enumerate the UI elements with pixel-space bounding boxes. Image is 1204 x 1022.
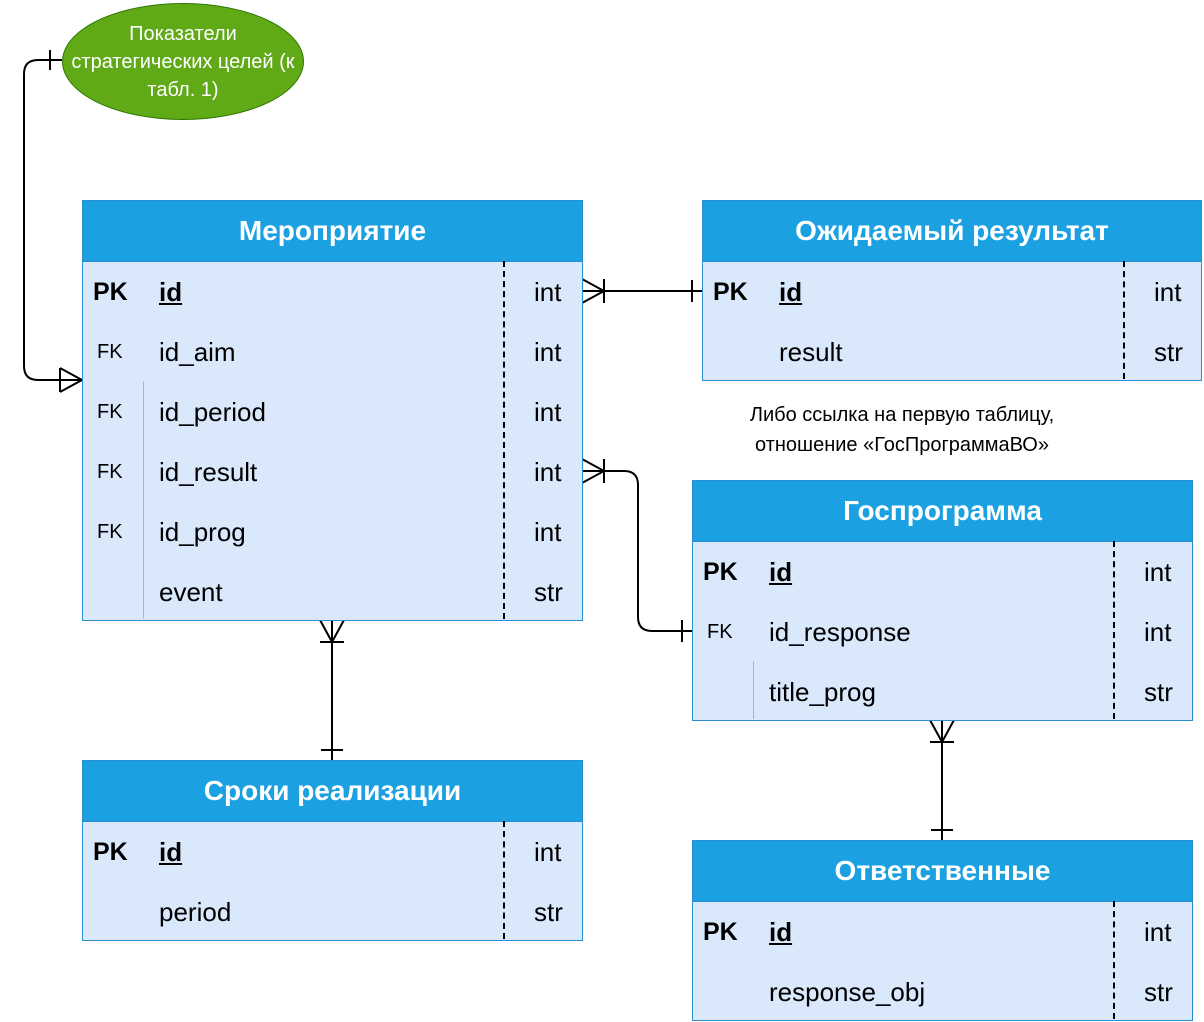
attribute-name: id_result bbox=[159, 457, 258, 487]
attribute-name: id bbox=[159, 277, 183, 307]
column-divider bbox=[503, 261, 505, 619]
entity-event[interactable]: Мероприятие PK id int FK id_aim int FK i… bbox=[82, 200, 583, 621]
attribute-name: period bbox=[159, 897, 232, 927]
attribute-type: int bbox=[534, 517, 562, 547]
attribute-row[interactable]: FK id_result int bbox=[83, 442, 582, 502]
attribute-row[interactable]: result str bbox=[703, 322, 1201, 382]
key-label: FK bbox=[97, 341, 123, 363]
key-label: FK bbox=[707, 621, 733, 643]
attribute-type: int bbox=[1154, 277, 1182, 307]
attribute-row[interactable]: PK id int bbox=[83, 822, 582, 882]
many-marker bbox=[581, 278, 607, 304]
attribute-name: id bbox=[779, 277, 803, 307]
attribute-type: int bbox=[1144, 557, 1172, 587]
key-label: FK bbox=[97, 461, 123, 483]
attribute-name: id_aim bbox=[159, 337, 236, 367]
entity-title: Сроки реализации bbox=[83, 761, 582, 822]
attribute-type: str bbox=[534, 577, 563, 607]
entity-title: Ответственные bbox=[693, 841, 1192, 902]
attribute-name: id bbox=[159, 837, 183, 867]
attribute-name: id_prog bbox=[159, 517, 246, 547]
attribute-name: id bbox=[769, 557, 793, 587]
key-label: FK bbox=[97, 401, 123, 423]
relation-event-program bbox=[582, 470, 692, 632]
attribute-row[interactable]: title_prog str bbox=[693, 662, 1192, 722]
key-label: PK bbox=[713, 278, 748, 306]
attribute-type: int bbox=[1144, 617, 1172, 647]
attribute-type: int bbox=[534, 337, 562, 367]
key-divider bbox=[143, 381, 144, 619]
relation-note: Либо ссылка на первую таблицу, отношение… bbox=[702, 400, 1102, 460]
attribute-row[interactable]: PK id int bbox=[83, 262, 582, 322]
key-label: PK bbox=[703, 918, 738, 946]
many-marker bbox=[581, 458, 607, 484]
attribute-row[interactable]: event str bbox=[83, 562, 582, 622]
attribute-type: str bbox=[1144, 677, 1173, 707]
entity-responsible[interactable]: Ответственные PK id int response_obj str bbox=[692, 840, 1193, 1021]
attribute-name: result bbox=[779, 337, 843, 367]
column-divider bbox=[1113, 901, 1115, 1019]
entity-title: Госпрограмма bbox=[693, 481, 1192, 542]
attribute-type: int bbox=[534, 457, 562, 487]
key-label: PK bbox=[93, 278, 128, 306]
entity-result[interactable]: Ожидаемый результат PK id int result str bbox=[702, 200, 1202, 381]
attribute-row[interactable]: FK id_response int bbox=[693, 602, 1192, 662]
key-label: PK bbox=[93, 838, 128, 866]
entity-title: Ожидаемый результат bbox=[703, 201, 1201, 262]
many-marker bbox=[319, 619, 345, 645]
attribute-row[interactable]: response_obj str bbox=[693, 962, 1192, 1022]
attribute-name: title_prog bbox=[769, 677, 876, 707]
attribute-type: int bbox=[1144, 917, 1172, 947]
attribute-row[interactable]: PK id int bbox=[693, 542, 1192, 602]
attribute-name: event bbox=[159, 577, 223, 607]
strategic-goals-label: Показатели стратегических целей (к табл.… bbox=[71, 22, 295, 101]
strategic-goals-node[interactable]: Показатели стратегических целей (к табл.… bbox=[62, 3, 304, 120]
attribute-name: id bbox=[769, 917, 793, 947]
many-marker bbox=[929, 719, 955, 745]
attribute-type: str bbox=[1144, 977, 1173, 1007]
attribute-name: id_period bbox=[159, 397, 266, 427]
attribute-row[interactable]: PK id int bbox=[703, 262, 1201, 322]
attribute-type: str bbox=[534, 897, 563, 927]
entity-program[interactable]: Госпрограмма PK id int FK id_response in… bbox=[692, 480, 1193, 721]
note-line-2: отношение «ГосПрограммаВО» bbox=[755, 434, 1049, 456]
attribute-type: str bbox=[1154, 337, 1183, 367]
entity-title: Мероприятие bbox=[83, 201, 582, 262]
attribute-name: response_obj bbox=[769, 977, 926, 1007]
column-divider bbox=[1123, 261, 1125, 379]
attribute-row[interactable]: PK id int bbox=[693, 902, 1192, 962]
entity-period[interactable]: Сроки реализации PK id int period str bbox=[82, 760, 583, 941]
relation-goals-event bbox=[23, 59, 82, 381]
column-divider bbox=[503, 821, 505, 939]
attribute-type: int bbox=[534, 277, 562, 307]
attribute-type: int bbox=[534, 837, 562, 867]
key-divider bbox=[753, 661, 754, 719]
column-divider bbox=[1113, 541, 1115, 719]
key-label: PK bbox=[703, 558, 738, 586]
attribute-name: id_response bbox=[769, 617, 911, 647]
attribute-row[interactable]: FK id_aim int bbox=[83, 322, 582, 382]
note-line-1: Либо ссылка на первую таблицу, bbox=[749, 404, 1055, 426]
attribute-type: int bbox=[534, 397, 562, 427]
attribute-row[interactable]: FK id_prog int bbox=[83, 502, 582, 562]
key-label: FK bbox=[97, 521, 123, 543]
attribute-row[interactable]: FK id_period int bbox=[83, 382, 582, 442]
attribute-row[interactable]: period str bbox=[83, 882, 582, 942]
